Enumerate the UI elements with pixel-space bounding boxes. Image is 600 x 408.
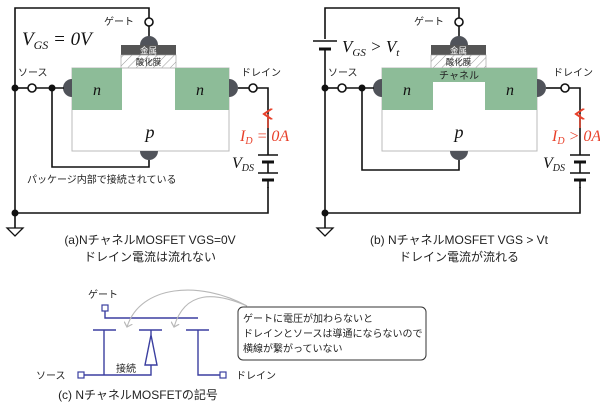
gate-label: ゲート — [104, 16, 134, 28]
oxide-label: 酸化膜 — [136, 57, 162, 68]
n-region-drain — [175, 68, 229, 110]
callout-box — [237, 306, 427, 361]
n-label-left: n — [403, 82, 411, 99]
p-label: p — [144, 122, 155, 142]
drain-contact-bump — [229, 79, 238, 97]
caption-b-line2: ドレイン電流が流れる — [399, 249, 519, 264]
drain-contact-bump — [537, 79, 546, 97]
body-contact-bump — [450, 151, 468, 160]
n-label-right: n — [196, 82, 204, 99]
panel-a: ゲート VGS = 0V 金属 酸化膜 n n p ソース パッケージ内部で接続… — [5, 7, 289, 264]
n-region-source — [72, 68, 122, 110]
ground-icon — [5, 227, 25, 237]
symbol-drain-terminal — [219, 371, 227, 379]
symbol-source-label: ソース — [36, 371, 66, 382]
drain-label: ドレイン — [553, 68, 593, 79]
channel-label: チャネル — [439, 70, 479, 82]
metal-layer — [121, 45, 176, 55]
gate-loop-wire — [324, 7, 460, 39]
callout-line: ドレインとソースは導通にならないので — [243, 327, 423, 340]
symbol-drain-label: ドレイン — [236, 371, 276, 382]
gate-loop-wire — [14, 7, 150, 213]
drain-wire-2 — [257, 87, 269, 155]
vgs-label: VGS = 0V — [22, 29, 94, 52]
connect-label: 接続 — [116, 362, 136, 375]
caption-b-line1: (b) NチャネルMOSFET VGS > Vt — [370, 233, 549, 247]
n-regions-with-channel — [382, 68, 537, 110]
caption-a-line1: (a)NチャネルMOSFET VGS=0V — [64, 233, 235, 247]
gate-terminal — [454, 17, 464, 27]
metal-label: 金属 — [450, 46, 467, 57]
junction-dot — [321, 84, 329, 92]
vgs-label: VGS > Vt — [342, 37, 400, 59]
metal-label: 金属 — [140, 46, 157, 57]
body-connection-wire — [361, 88, 460, 171]
callout-line: 横線が繋がっていない — [243, 342, 343, 355]
panel-b: VGS > Vt ゲート 金属 酸化膜 チャネル n n p ソース ドレイン … — [313, 7, 600, 264]
symbol-source-line — [84, 365, 152, 376]
bottom-wire — [324, 49, 581, 214]
p-label: p — [453, 122, 464, 142]
body-arrow-icon — [144, 334, 158, 366]
callout-arrow-icon — [127, 289, 248, 327]
metal-layer — [431, 45, 486, 55]
n-label-left: n — [93, 82, 101, 99]
symbol-source-terminal — [77, 371, 85, 379]
drain-terminal — [248, 83, 258, 93]
caption-c: (c) NチャネルMOSFETの記号 — [58, 387, 218, 402]
gate-contact-bump — [450, 36, 468, 45]
symbol-gate-line — [104, 311, 198, 319]
callout-arrow-icon — [174, 296, 248, 327]
gate-label: ゲート — [414, 16, 444, 28]
caption-a-line2: ドレイン電流は流れない — [84, 250, 216, 264]
oxide-label: 酸化膜 — [446, 57, 472, 68]
n-label-right: n — [506, 82, 514, 99]
gate-terminal — [144, 17, 154, 27]
gate-contact-bump — [140, 36, 158, 45]
id-label: ID > 0A — [551, 128, 600, 147]
body-contact-bump — [140, 151, 158, 160]
drain-label: ドレイン — [241, 68, 281, 79]
callout-line: ゲートに電圧が加わらないと — [243, 312, 373, 325]
vds-label: VDS — [232, 155, 254, 174]
bottom-wire — [15, 187, 269, 214]
source-label: ソース — [328, 68, 358, 79]
symbol-gate-label: ゲート — [88, 289, 118, 301]
panel-c: ゲート 接続 ソース ドレイン ゲートに電圧が加わらないと ドレインとソースは導… — [36, 289, 427, 402]
package-note: パッケージ内部で接続されている — [27, 173, 177, 186]
drain-wire-2 — [569, 87, 581, 155]
source-terminal — [337, 83, 347, 93]
id-label: ID = 0A — [239, 128, 289, 147]
source-contact-bump — [63, 79, 72, 97]
vds-label: VDS — [543, 155, 565, 174]
junction-dot — [11, 84, 19, 92]
source-terminal — [27, 83, 37, 93]
source-label: ソース — [18, 68, 48, 79]
symbol-drain-line — [197, 330, 220, 376]
drain-terminal — [560, 83, 570, 93]
symbol-gate-terminal — [101, 304, 109, 312]
ground-icon — [315, 227, 335, 237]
body-connection-wire — [51, 88, 150, 168]
source-contact-bump — [373, 79, 382, 97]
